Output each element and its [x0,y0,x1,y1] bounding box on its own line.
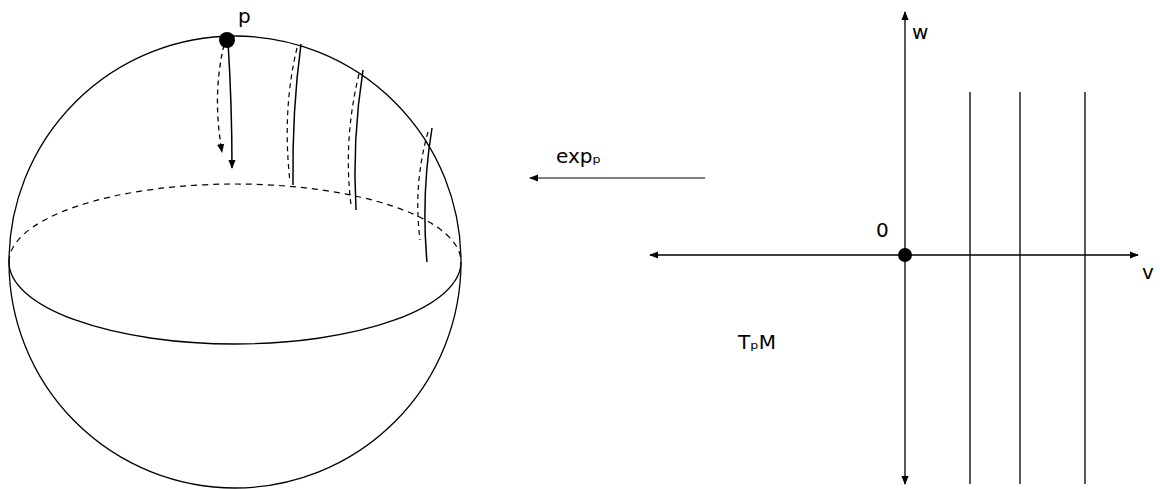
geodesic-dashed [287,48,297,182]
equator-back [9,184,461,262]
equator-front [9,262,461,344]
geodesic-dashed [348,74,359,205]
grid-line [969,92,970,484]
point-label: p [238,6,251,26]
space-label: TₚM [738,332,776,352]
map-label: expₚ [556,146,601,166]
origin-label: 0 [876,220,889,240]
axis-label: w [912,22,928,42]
geodesic [293,44,301,185]
geodesic [355,70,363,210]
geodesic-dashed [418,132,428,240]
sphere-outline [9,36,461,488]
geodesic [425,128,432,262]
origin-dot [898,248,912,262]
grid-line [1019,92,1020,484]
geodesic-arrow-dashed [217,45,224,152]
grid-line [1084,92,1085,484]
axis [650,254,1138,255]
map-arrow [530,177,705,178]
geodesic-arrow [228,42,232,168]
axis-label: v [1142,262,1154,282]
point-dot [219,32,235,48]
